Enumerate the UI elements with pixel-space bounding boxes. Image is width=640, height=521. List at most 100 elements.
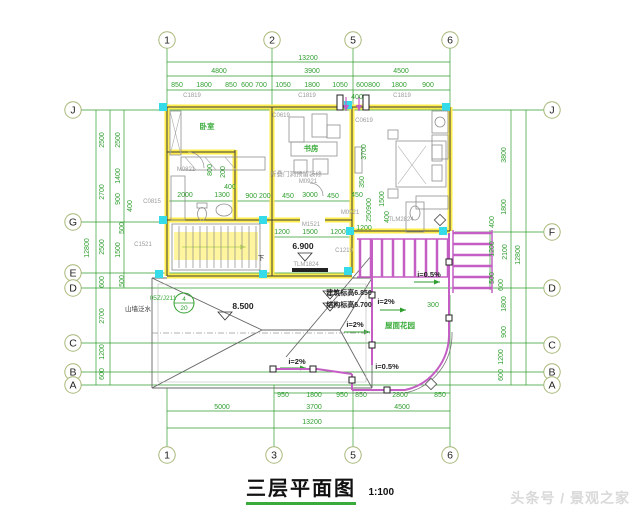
drawing-title-row: 三层平面图 1:100 [0,472,640,505]
dim-label: 1500 [302,229,318,236]
railing-post [445,258,453,266]
slope-arrowhead [364,329,370,335]
furniture [395,140,447,188]
furniture [415,195,449,210]
dim-label-vertical: 200 [220,166,227,178]
note-label: 折叠门洞预留装修 [270,169,323,178]
dim-label-vertical: 800 [207,164,214,176]
level-triangle [322,302,338,312]
dim-label-vertical: 250 [366,210,373,222]
dim-label-vertical: 3800 [501,147,508,163]
furniture [170,175,186,221]
axis-bubble-label: 1 [164,450,170,462]
furniture [431,134,449,160]
stair-highlight [174,232,258,260]
dim-label: 850 [355,392,367,399]
drawing-title: 三层平面图 [245,472,356,505]
railing [316,368,353,375]
axis-bubble [263,31,281,49]
column-marker [439,227,447,235]
dim-label: 5000 [214,404,230,411]
dim-label-vertical: 3700 [361,144,368,160]
furniture [431,110,449,134]
railing-post [269,365,277,373]
axis-bubble [64,279,82,297]
opening-label: C0619 [355,118,373,124]
axis-bubble-label: 5 [350,35,356,47]
axis-bubble [64,101,82,119]
furniture-hatch [184,156,197,171]
furniture [312,158,329,175]
slope-label: i=0.5% [375,362,399,371]
railing-post [309,365,317,373]
opening-label: TLM2824 [388,217,414,223]
dim-label: 600 [241,82,253,89]
dim-label-vertical: 2500 [99,132,106,148]
dim-label-vertical: 500 [489,272,496,284]
dim-label: 3900 [304,68,320,75]
axis-bubble [543,376,561,394]
room-label: 屋面花园 [385,320,415,330]
opening-label: C1819 [298,93,316,99]
dim-label: 4800 [211,68,227,75]
furniture [196,202,208,209]
dim-label: 1050 [332,82,348,89]
door-arrowhead [343,105,349,111]
dim-label-vertical: 2700 [99,184,106,200]
axis-bubble [64,376,82,394]
opening-label: C0815 [143,199,161,205]
column-marker [259,270,267,278]
dim-label: 2800 [392,392,408,399]
furniture [169,110,182,156]
dim-label: 13200 [298,55,318,62]
railing-post [368,341,376,349]
dim-label-vertical: 1500 [379,191,386,207]
dim-label-vertical: 1800 [501,199,508,215]
dim-label-vertical: 12800 [84,238,91,258]
dim-label: 3700 [306,404,322,411]
note-label: 山墙泛水 [125,304,152,313]
dim-label-vertical: 400 [127,200,134,212]
level-triangle [297,252,313,262]
dim-label-vertical: 1500 [115,242,122,258]
door-leaf [362,94,370,111]
dim-label: 1050 [275,82,291,89]
opening-label: M0921 [341,210,360,216]
railing-post [368,291,376,299]
furniture [387,129,399,140]
axis-bubble-label: G [69,217,77,229]
dim-label: 700 [255,82,267,89]
dim-label-vertical: 350 [359,176,366,188]
slope-arrowhead [434,279,440,285]
furniture-hatch [397,145,427,185]
furniture-hatch [204,156,217,171]
dim-label-vertical: 500 [119,275,126,287]
column-marker [159,103,167,111]
column-marker [442,103,450,111]
dim-label-vertical: 900 [501,326,508,338]
dim-label-vertical: 900 [115,193,122,205]
dim-label-vertical: 2100 [502,244,509,260]
opening-label: M1521 [302,222,321,228]
railing-node-diamond [433,213,447,227]
dim-label: 1200 [274,229,290,236]
fixture [215,203,233,217]
dim-label-vertical: 2500 [99,239,106,255]
dim-label: 1300 [214,192,230,199]
dim-label-vertical: 2500 [115,132,122,148]
fixture [409,205,421,221]
dim-label: 300 [427,302,439,309]
dim-label: 1800 [306,392,322,399]
furniture-hatch [224,156,237,171]
dim-label: 800 [368,82,380,89]
axis-bubble-label: B [548,367,555,379]
dim-label-vertical: 1200 [498,349,505,365]
axis-bubble-label: 1 [164,35,170,47]
roof-line [339,329,373,389]
level-label: 结构标高6.700 [325,300,372,309]
axis-bubble-label: E [69,268,76,280]
dim-label-vertical: 2700 [99,308,106,324]
room-label: 卧室 [200,121,215,131]
